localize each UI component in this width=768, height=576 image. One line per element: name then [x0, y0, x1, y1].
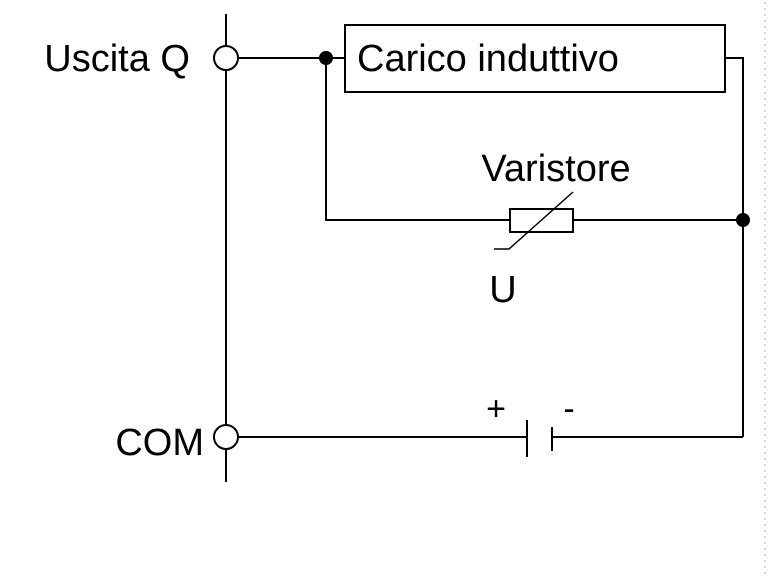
- varistor-slash: [494, 191, 574, 250]
- com-terminal: [213, 424, 239, 450]
- output-label: Uscita Q: [44, 38, 190, 80]
- load-label: Carico induttivo: [357, 38, 619, 80]
- voltage-label: U: [489, 269, 516, 311]
- wire-varistor-left: [325, 58, 510, 221]
- wire-load-to-right: [725, 57, 744, 437]
- junction-dot-right: [736, 213, 750, 227]
- battery-plus-label: +: [486, 390, 506, 428]
- com-label: COM: [115, 422, 204, 464]
- battery-minus-label: -: [563, 390, 574, 428]
- dotted-edge: [762, 0, 768, 576]
- output-terminal: [213, 45, 239, 71]
- varistor-label: Varistore: [481, 148, 630, 190]
- inductive-load-box: [344, 24, 726, 93]
